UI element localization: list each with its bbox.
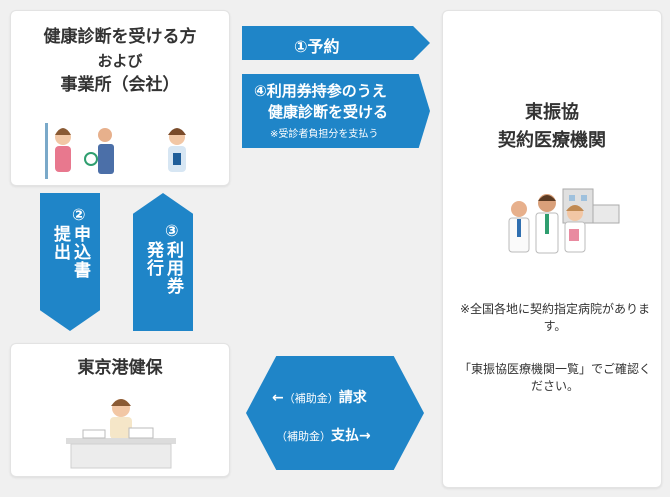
- visit-note: ※受診者負担分を支払う: [270, 129, 379, 140]
- examinee-illustration: [45, 123, 186, 179]
- apply-label-col1: 申込書: [70, 225, 90, 279]
- examinee-box: 健康診断を受ける方 および 事業所（会社）: [10, 10, 230, 186]
- claim-payment-arrow: ←（補助金）請求 （補助金）支払→: [246, 356, 424, 470]
- office-worker-illustration: [66, 399, 176, 469]
- issue-label-col2: 発行: [143, 241, 163, 277]
- apply-label-col1-a: 申込: [70, 225, 90, 261]
- clinic-note: ※全国各地に契約指定病院があります。: [459, 302, 651, 333]
- apply-number: ②: [72, 205, 87, 224]
- clinic-title-line2: 契約医療機関: [498, 130, 606, 151]
- visit-arrow: ④利用券持参のうえ 健康診断を受ける ※受診者負担分を支払う: [242, 74, 430, 148]
- claim-small-label: （補助金）: [283, 392, 339, 405]
- clinic-list-note: 「東振協医療機関一覧」でご確認ください。: [458, 362, 651, 393]
- examinee-title: 健康診断を受ける方 および 事業所（会社）: [11, 25, 229, 97]
- clinic-title: 東振協 契約医療機関: [443, 99, 661, 155]
- kempo-box: 東京港健保: [10, 343, 230, 477]
- examinee-title-line2: および: [97, 52, 143, 70]
- pay-label: （補助金）支払→: [276, 425, 371, 445]
- visit-label-line2: 健康診断を受ける: [268, 103, 389, 121]
- issue-arrow: ③ 利用券 発行: [133, 193, 193, 331]
- issue-number: ③: [165, 221, 180, 240]
- examinee-title-line3: 事業所（会社）: [60, 75, 180, 95]
- claim-arrow-glyph: ←: [272, 390, 284, 406]
- clinic-box: 東振協 契約医療機関 ※全国各地に契約指定病院があります。 「東振協医療機関一覧…: [442, 10, 662, 488]
- pay-small-label: （補助金）: [276, 430, 331, 443]
- reserve-label: ①予約: [294, 37, 340, 56]
- visit-label-line1: ④利用券持参のうえ: [254, 82, 387, 100]
- kempo-title: 東京港健保: [77, 358, 163, 378]
- clinic-title-line1: 東振協: [525, 102, 579, 123]
- pay-arrow-glyph: →: [359, 428, 371, 444]
- apply-arrow: ② 申込書 提出: [40, 193, 100, 331]
- claim-text: 請求: [338, 390, 367, 406]
- issue-label-col1: 利用券: [163, 241, 183, 295]
- apply-label-col1-b: 書: [70, 261, 90, 279]
- reserve-arrow: ①予約: [242, 26, 430, 60]
- examinee-title-line1: 健康診断を受ける方: [43, 27, 197, 47]
- pay-text: 支払: [331, 428, 359, 444]
- doctors-illustration: [508, 188, 620, 254]
- claim-label: ←（補助金）請求: [272, 387, 367, 407]
- apply-label-col2: 提出: [50, 225, 70, 261]
